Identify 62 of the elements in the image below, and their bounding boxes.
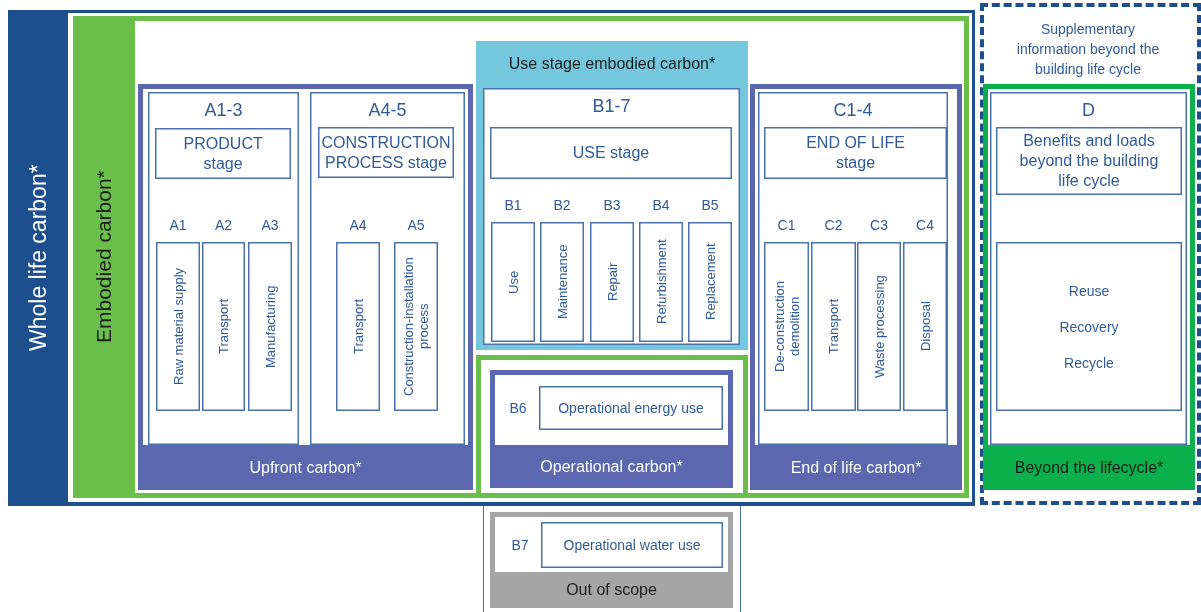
stage-box: Benefits and loads beyond the building life cycle [996,127,1182,195]
stage-box: USE stage [490,127,732,179]
module-box: Refurbishment [639,222,683,342]
module-code: C1 [776,216,797,235]
module-box: Use [491,222,535,342]
stage-column [990,92,1187,445]
group-frame [750,84,962,490]
module-code: A3 [260,216,280,235]
dashed-frame [980,3,1201,505]
stage-column [483,88,740,345]
group-frame [490,370,733,488]
stage-column [310,92,465,445]
module-box: Waste processing [857,242,901,411]
column-heading: A1-3 [203,98,244,122]
column-heading: B1-7 [591,94,632,118]
module-code: A2 [213,216,234,235]
stage-column [148,92,299,445]
module-code: A1 [168,216,188,235]
module-box: Construction-installation process [394,242,438,411]
module-code: A4 [348,216,368,235]
stage-box: END OF LIFE stage [764,127,947,179]
frame-title: Supplementary information beyond the building life cycle [1015,20,1161,79]
module-code: B5 [700,196,720,215]
group-frame [138,84,473,490]
module-code: B2 [552,196,572,215]
highlight-frame [476,41,748,350]
stage-column [758,92,948,445]
vertical-title: Whole life carbon* [23,163,52,354]
module-box: Replacement [688,222,732,342]
module-box: Operational energy use [539,386,723,430]
module-code: B4 [651,196,671,215]
list-item-text: Recovery [1059,318,1119,335]
list-item-text: Reuse [1068,282,1110,299]
module-box: Maintenance [540,222,584,342]
module-code: B3 [602,196,622,215]
stage-box [996,242,1182,411]
module-code: B7 [510,536,530,555]
module-box: Manufacturing [248,242,292,411]
module-box: Operational water use [541,522,723,568]
module-code: B1 [503,196,523,215]
stage-box: PRODUCT stage [155,128,291,179]
module-code: C3 [869,216,889,235]
module-box: Raw material supply [156,242,200,411]
module-code: A5 [406,216,426,235]
vertical-title: Embodied carbon* [91,169,116,346]
frame-title: Use stage embodied carbon* [507,54,717,74]
module-code: B6 [508,399,528,418]
module-box: Disposal [903,242,947,411]
module-box: Transport [202,242,245,411]
module-box: Transport [811,242,856,411]
column-heading: C1-4 [832,98,874,122]
group-frame [983,84,1195,490]
list-item-text: Recycle [1064,354,1114,371]
module-box: Transport [336,242,380,411]
stage-box: CONSTRUCTION PROCESS stage [318,127,454,178]
column-heading: D [1081,98,1096,122]
module-code: C2 [823,216,844,235]
module-box: De-construction demolition [764,242,809,411]
module-code: C4 [915,216,935,235]
module-box: Repair [590,222,634,342]
column-heading: A4-5 [367,98,408,122]
group-frame [490,512,733,608]
